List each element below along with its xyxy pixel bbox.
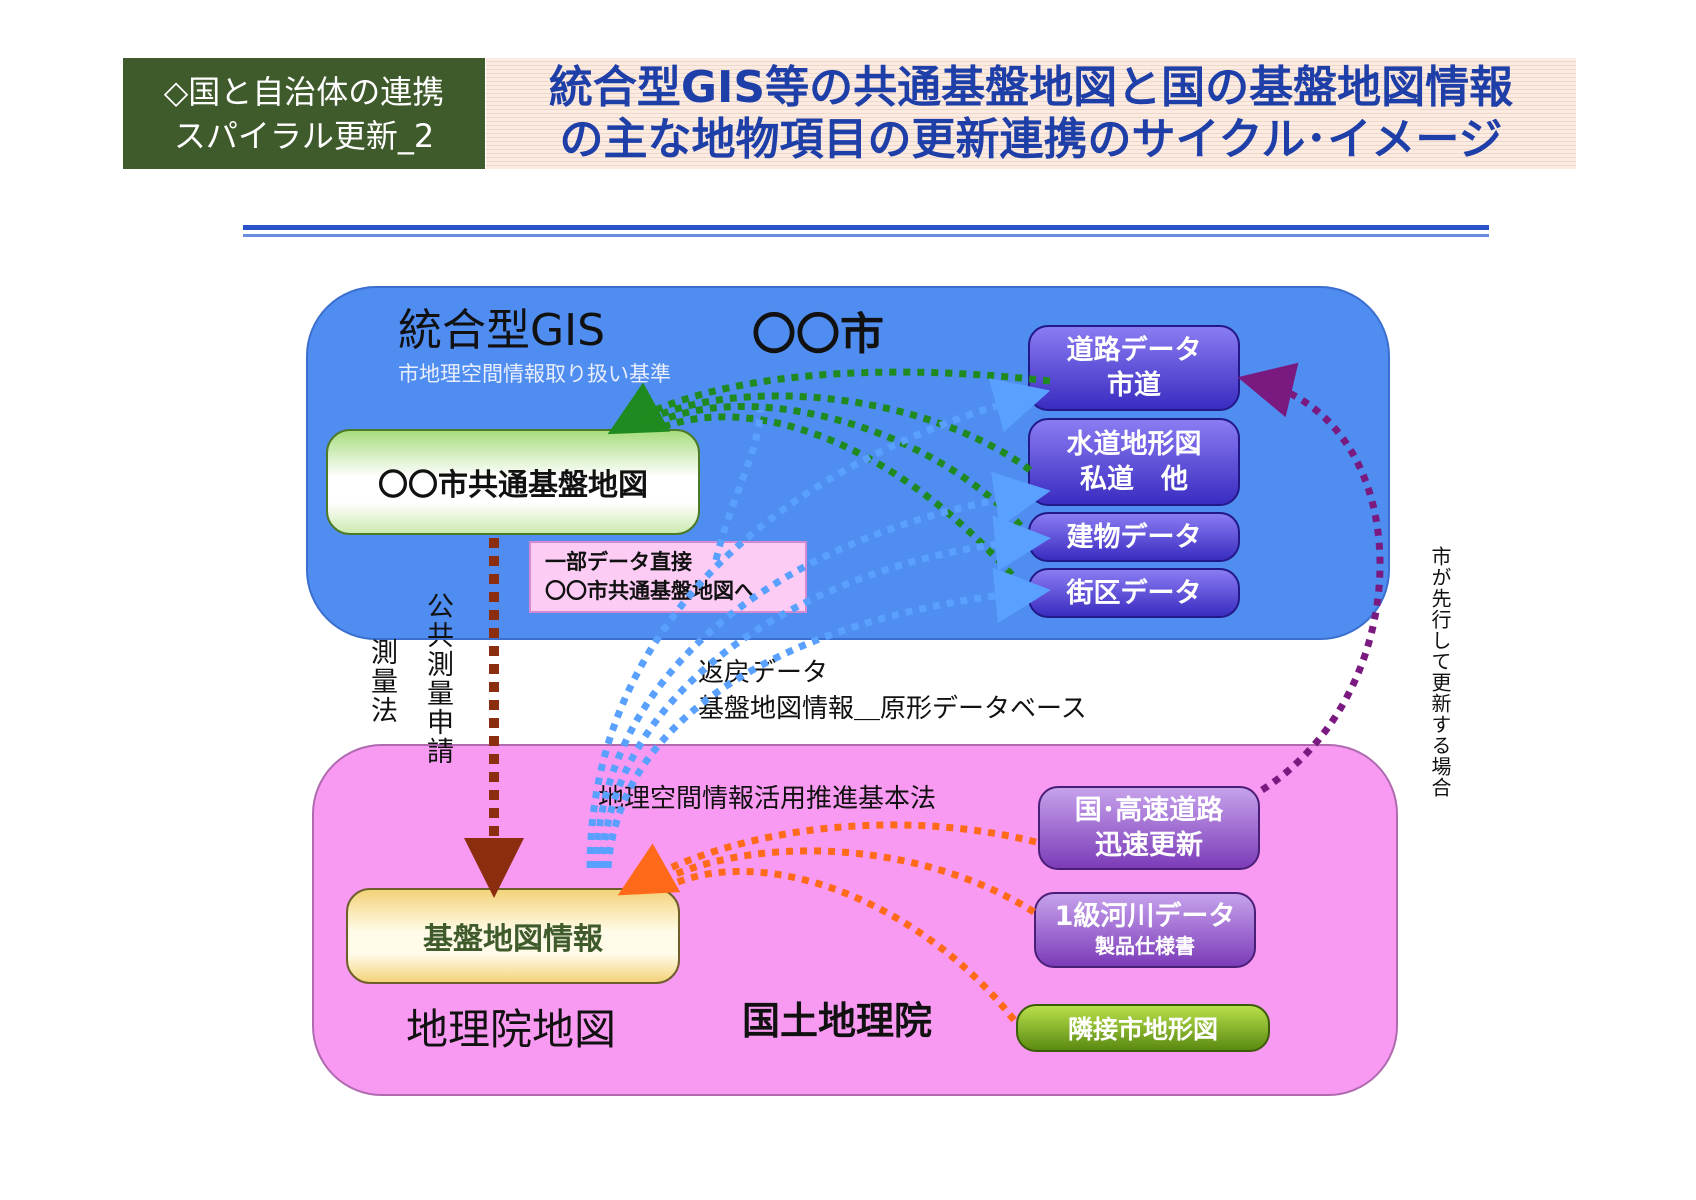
direct-data-note: 一部データ直接 〇〇市共通基盤地図へ: [529, 541, 807, 613]
river-data-line1: 1級河川データ: [1054, 901, 1236, 932]
city-common-map-box: 〇〇市共通基盤地図: [326, 429, 700, 535]
title-background: [486, 58, 1576, 169]
arrow-green-block: [658, 413, 1033, 599]
city-standard-label: 市地理空間情報取り扱い基準: [398, 362, 671, 386]
basic-act-label: 地理空間情報活用推進基本法: [598, 784, 937, 814]
arrow-orange-highway: [617, 821, 1037, 896]
block-data-box: 街区データ: [1028, 568, 1240, 618]
title-rule-thick: [243, 225, 1489, 230]
highway-line2: 迅速更新: [1095, 830, 1203, 861]
survey-law-label: 測量法: [366, 638, 397, 725]
adjacent-city-map-label: 隣接市地形図: [1067, 1015, 1218, 1044]
road-data-line1: 道路データ: [1066, 335, 1202, 366]
city-first-update-label: 市が先行して更新する場合: [1428, 546, 1452, 798]
arrow-blue-return-road: [586, 378, 1051, 869]
return-db-label: 基盤地図情報＿原形データベース: [698, 694, 1087, 724]
arrow-purple-city-first: [1237, 362, 1384, 793]
block-data-label: 街区データ: [1066, 577, 1202, 609]
river-data-box: 1級河川データ 製品仕様書: [1034, 892, 1256, 968]
arrow-orange-river: [648, 847, 1036, 915]
road-data-box: 道路データ 市道: [1028, 325, 1240, 411]
city-name-label: 〇〇市: [752, 309, 884, 360]
arrow-green-road: [607, 368, 1051, 435]
river-data-line2: 製品仕様書: [1095, 934, 1195, 958]
page-title: 統合型GIS等の共通基盤地図と国の基盤地図情報 の主な地物項目の更新連携のサイク…: [486, 58, 1576, 169]
water-map-line2: 私道 他: [1080, 464, 1188, 495]
water-map-line1: 水道地形図: [1066, 429, 1202, 460]
title-line1: 統合型GIS等の共通基盤地図と国の基盤地図情報: [548, 61, 1514, 113]
arrow-blue-return-building: [598, 515, 1051, 869]
arrow-blue-to-common: [712, 409, 764, 561]
title-line2: の主な地物項目の更新連携のサイクル･イメージ: [559, 113, 1503, 165]
direct-data-note-line2: 〇〇市共通基盤地図へ: [545, 579, 755, 603]
public-survey-label: 公共測量申請: [422, 592, 453, 766]
direct-data-note-line1: 一部データ直接: [545, 550, 692, 574]
water-map-box: 水道地形図 私道 他: [1028, 418, 1240, 506]
fundamental-info-box: 基盤地図情報: [346, 888, 680, 984]
arrow-green-building: [648, 402, 1033, 539]
arrow-blue-return-water: [592, 471, 1051, 869]
highway-line1: 国･高速道路: [1074, 795, 1224, 826]
gsi-label: 国土地理院: [742, 999, 933, 1043]
gsi-map-label: 地理院地図: [406, 1005, 617, 1054]
title-rule-thin: [243, 234, 1489, 237]
arrow-orange-adjacent: [662, 867, 1017, 1023]
section-tag-line1: ◇国と自治体の連携: [163, 72, 445, 111]
building-data-label: 建物データ: [1066, 521, 1202, 553]
building-data-box: 建物データ: [1028, 512, 1240, 562]
integrated-gis-label: 統合型GIS: [398, 305, 606, 356]
section-tag-line2: スパイラル更新_2: [173, 116, 435, 155]
highway-box: 国･高速道路 迅速更新: [1038, 786, 1260, 870]
road-data-line2: 市道: [1107, 370, 1161, 401]
adjacent-city-map-box: 隣接市地形図: [1016, 1004, 1270, 1052]
section-tag: ◇国と自治体の連携 スパイラル更新_2: [123, 58, 485, 169]
